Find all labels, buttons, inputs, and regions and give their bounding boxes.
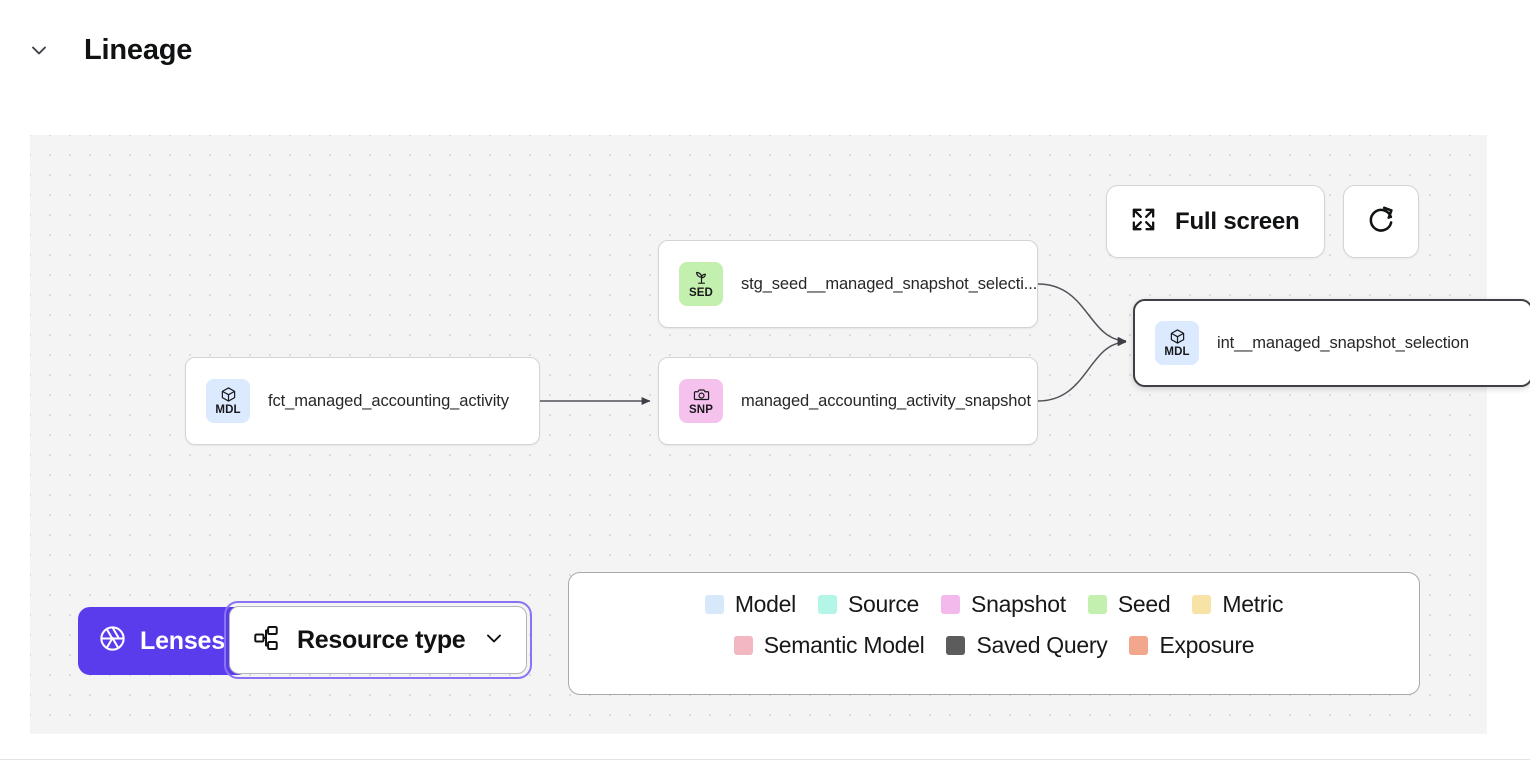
node-type-code: MDL xyxy=(215,404,241,416)
resource-type-focus-ring: Resource type xyxy=(224,601,533,679)
chevron-down-icon xyxy=(482,626,506,655)
cube-icon xyxy=(1169,327,1186,346)
legend-item: Seed xyxy=(1087,591,1171,617)
legend-label: Saved Query xyxy=(976,632,1108,658)
legend-swatch xyxy=(1129,636,1149,655)
legend-swatch xyxy=(817,595,837,614)
lenses-button[interactable]: Lenses xyxy=(78,607,249,675)
legend-swatch xyxy=(946,636,966,655)
legend-row-2: Semantic Model Saved Query Exposure xyxy=(733,632,1255,658)
node-type-code: MDL xyxy=(1164,346,1190,358)
legend-swatch xyxy=(1087,595,1107,614)
lineage-node-seed-stg[interactable]: SED stg_seed__managed_snapshot_selecti..… xyxy=(658,240,1038,328)
legend-item: Exposure xyxy=(1129,632,1255,658)
node-type-code: SNP xyxy=(689,404,713,416)
bottom-divider xyxy=(0,759,1530,760)
legend-label: Metric xyxy=(1222,591,1284,617)
legend-item: Source xyxy=(817,591,920,617)
cube-icon xyxy=(220,385,237,404)
legend-item: Snapshot xyxy=(941,593,1066,616)
lenses-label: Lenses xyxy=(140,626,225,655)
legend-label: Seed xyxy=(1117,591,1171,617)
lineage-node-snapshot-snp[interactable]: SNP managed_accounting_activity_snapshot xyxy=(658,357,1038,445)
node-type-badge-mdl: MDL xyxy=(206,379,250,423)
legend-item: Semantic Model xyxy=(733,632,925,658)
legend-swatch xyxy=(704,595,724,614)
hierarchy-icon xyxy=(252,624,280,657)
node-label: fct_managed_accounting_activity xyxy=(268,391,509,410)
seedling-icon xyxy=(693,268,710,287)
legend-swatch xyxy=(1192,595,1212,614)
legend-label: Source xyxy=(847,591,920,617)
full-screen-button[interactable]: Full screen xyxy=(1106,185,1325,258)
aperture-icon xyxy=(98,624,127,658)
page-title: Lineage xyxy=(84,33,193,66)
legend-item: Metric xyxy=(1192,593,1283,616)
node-label: stg_seed__managed_snapshot_selecti... xyxy=(741,274,1037,293)
refresh-icon xyxy=(1365,203,1397,240)
expand-arrows-icon xyxy=(1129,205,1158,239)
legend-label: Snapshot xyxy=(971,591,1066,617)
camera-icon xyxy=(693,385,710,404)
node-type-badge-mdl: MDL xyxy=(1155,321,1199,365)
node-type-badge-snp: SNP xyxy=(679,379,723,423)
legend-swatch xyxy=(733,636,753,655)
legend-row-1: Model Source Snapshot Seed Metric xyxy=(704,591,1283,617)
legend-swatch xyxy=(941,595,961,614)
node-type-code: SED xyxy=(689,287,713,299)
resource-type-dropdown[interactable]: Resource type xyxy=(229,606,528,674)
lineage-section-header: Lineage xyxy=(0,22,1500,78)
node-type-badge-sed: SED xyxy=(679,262,723,306)
lineage-canvas[interactable]: MDL fct_managed_accounting_activity SED … xyxy=(30,135,1530,734)
refresh-button[interactable] xyxy=(1342,185,1419,258)
legend-panel: Model Source Snapshot Seed Metric xyxy=(568,572,1420,695)
full-screen-label: Full screen xyxy=(1175,207,1300,235)
legend-label: Semantic Model xyxy=(763,632,925,658)
legend-label: Model xyxy=(734,591,796,617)
chevron-down-icon[interactable] xyxy=(22,33,56,67)
resource-type-label: Resource type xyxy=(297,625,466,654)
legend-label: Exposure xyxy=(1159,632,1255,658)
legend-item: Model xyxy=(704,591,796,617)
canvas-toolbar: Full screen xyxy=(1106,185,1419,258)
lineage-node-model-fct[interactable]: MDL fct_managed_accounting_activity xyxy=(185,357,540,445)
node-label: int__managed_snapshot_selection xyxy=(1217,333,1469,352)
node-label: managed_accounting_activity_snapshot xyxy=(741,391,1031,410)
legend-item: Saved Query xyxy=(946,632,1108,658)
lineage-node-model-int-selected[interactable]: MDL int__managed_snapshot_selection xyxy=(1133,299,1530,387)
